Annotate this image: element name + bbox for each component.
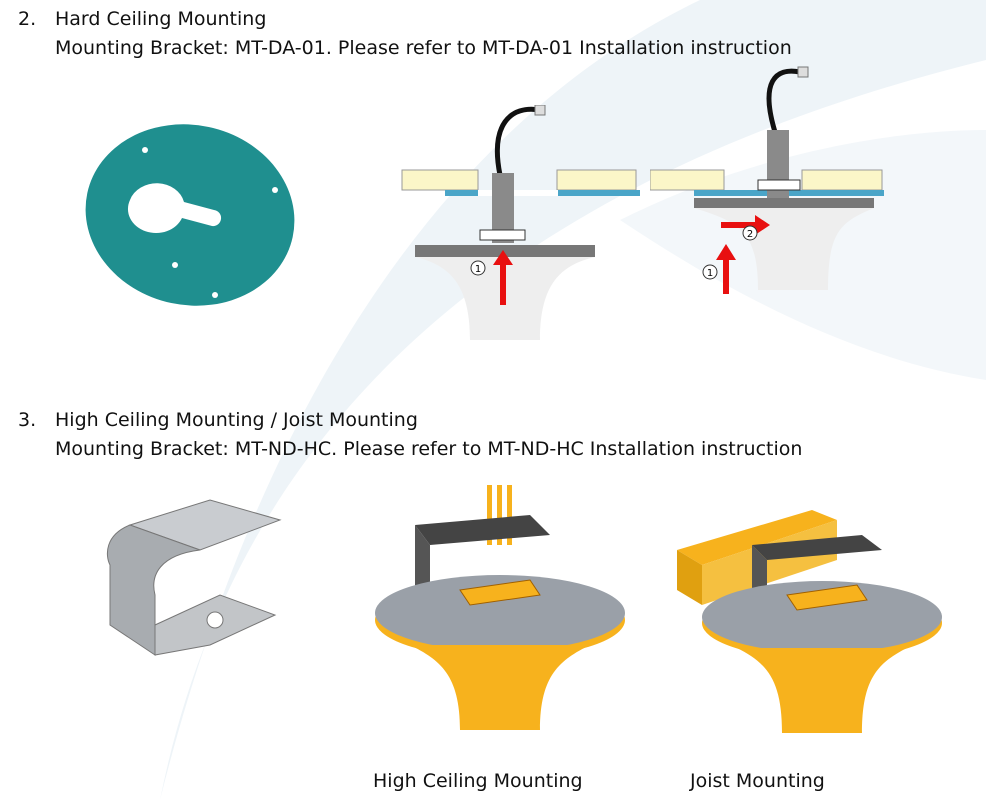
section-2-title: Hard Ceiling Mounting: [55, 8, 267, 30]
step-label-1: 1: [475, 264, 481, 275]
mt-nd-hc-bracket-image: [107, 499, 282, 656]
caption-joist: Joist Mounting: [690, 770, 825, 792]
section-2-number: 2.: [18, 8, 37, 30]
high-ceiling-mounting-image: [375, 485, 625, 730]
section-3-number: 3.: [18, 409, 37, 431]
section-3-bracket-line: Mounting Bracket: MT-ND-HC. Please refer…: [55, 438, 803, 460]
mt-da-01-plate-image: [85, 124, 295, 306]
step-label-1b: 1: [707, 268, 713, 279]
caption-high-ceiling: High Ceiling Mounting: [373, 770, 583, 792]
hard-ceiling-diagram-step2: 2 1: [650, 66, 884, 294]
section-3-title: High Ceiling Mounting / Joist Mounting: [55, 409, 418, 431]
joist-mounting-image: [677, 510, 942, 733]
hard-ceiling-diagram-step1: 1: [401, 105, 640, 340]
section-2-bracket-line: Mounting Bracket: MT-DA-01. Please refer…: [55, 37, 792, 59]
step-label-2: 2: [747, 229, 753, 240]
